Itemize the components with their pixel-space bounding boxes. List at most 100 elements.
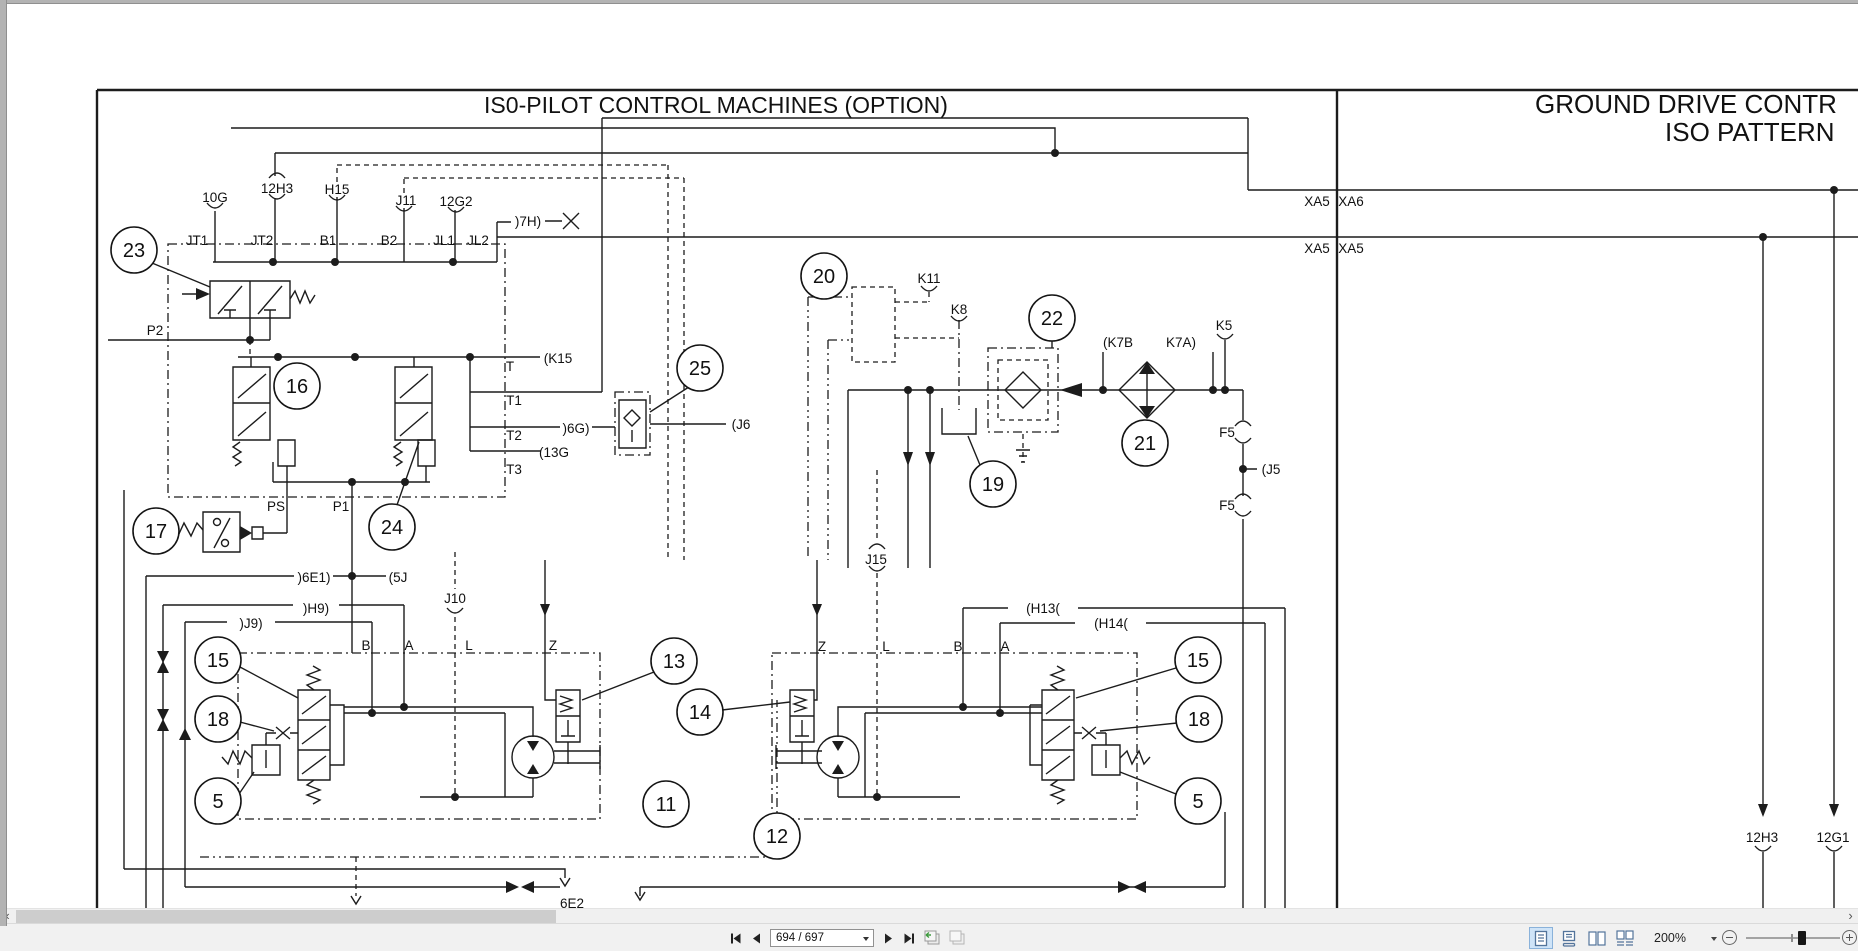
callout-circle (194, 695, 242, 743)
callout-number: 22 (1041, 308, 1063, 330)
schematic-label: L (882, 639, 890, 654)
schematic-label: P1 (333, 499, 350, 514)
schematic-label: (H13( (1026, 601, 1060, 616)
hydraulic-schematic: IS0-PILOT CONTROL MACHINES (OPTION) GROU… (95, 88, 1858, 911)
layout-continuous-button[interactable] (1557, 927, 1581, 949)
continuous-icon (1562, 930, 1576, 947)
junction-dot (466, 353, 474, 361)
zoom-in-button[interactable] (1842, 930, 1857, 945)
sheet-title-left: IS0-PILOT CONTROL MACHINES (OPTION) (484, 92, 948, 118)
callout-number: 18 (207, 709, 229, 731)
document-viewport[interactable]: IS0-PILOT CONTROL MACHINES (OPTION) GROU… (0, 0, 1858, 911)
callout-number: 23 (123, 240, 145, 262)
schematic-label: XA5 (1304, 241, 1330, 256)
schematic-label: 12G2 (439, 194, 472, 209)
schematic-label: PS (267, 499, 285, 514)
callout-number: 15 (1187, 650, 1209, 672)
zoom-slider-tick (1791, 934, 1793, 942)
callout-number: 24 (381, 517, 403, 539)
previous-view-icon (924, 930, 940, 945)
schematic-label: (J6 (732, 417, 751, 432)
junction-dot (1209, 386, 1217, 394)
schematic-label: 6E2 (560, 896, 584, 908)
junction-dot (351, 353, 359, 361)
callout-number: 16 (286, 376, 308, 398)
horizontal-scrollbar[interactable]: ‹ › (0, 908, 1858, 923)
schematic-label: Z (549, 638, 557, 653)
previous-view-button[interactable] (923, 930, 941, 946)
schematic-label: (K15 (544, 351, 573, 366)
callout-circle (1174, 777, 1222, 825)
wires-dashed (167, 164, 1138, 896)
callout-circle (1174, 636, 1222, 684)
schematic-label: 10G (202, 190, 228, 205)
junction-dot (1239, 465, 1247, 473)
schematic-label: (K7B (1103, 335, 1133, 350)
junction-dot (1830, 186, 1838, 194)
schematic-label: B (361, 638, 370, 653)
junction-dot (1221, 386, 1229, 394)
junction-dot (1051, 149, 1059, 157)
next-view-icon (949, 930, 965, 945)
schematic-label: J11 (396, 193, 417, 208)
schematic-label: XA5 (1304, 194, 1330, 209)
last-page-icon (904, 933, 914, 943)
junction-dot (904, 386, 912, 394)
zoom-slider-thumb[interactable] (1798, 931, 1806, 945)
schematic-label: )7H) (515, 214, 541, 229)
layout-two-up-button[interactable] (1585, 927, 1609, 949)
layout-single-page-button[interactable] (1529, 927, 1553, 949)
callout-circle (273, 362, 321, 410)
next-page-button[interactable] (881, 931, 895, 945)
junction-dot (348, 572, 356, 580)
callout-circle (1028, 294, 1076, 342)
sheet-border (95, 88, 1858, 908)
two-up-continuous-icon (1616, 929, 1634, 946)
schematic-label: J15 (865, 552, 887, 567)
previous-page-button[interactable] (749, 931, 763, 945)
page-number-combobox[interactable] (770, 929, 874, 947)
next-view-button[interactable] (948, 930, 966, 946)
schematic-label: A (404, 638, 413, 653)
schematic-label: (13G (539, 445, 569, 460)
schematic-label: K7A) (1166, 335, 1196, 350)
page-number-input[interactable] (771, 931, 855, 945)
schematic-label: (5J (389, 570, 408, 585)
sheet-title-right-1: GROUND DRIVE CONTR (1535, 89, 1837, 119)
schematic-label: )H9) (303, 601, 329, 616)
schematic-label: B (953, 639, 962, 654)
zoom-dropdown-caret[interactable] (1711, 937, 1717, 941)
callout-circle (1121, 419, 1169, 467)
schematic-label: 12H3 (1746, 830, 1778, 845)
junction-dot (996, 709, 1004, 717)
schematic-label: K5 (1216, 318, 1233, 333)
junction-dot (451, 793, 459, 801)
callout-circle (800, 252, 848, 300)
scrollbar-thumb[interactable] (16, 910, 556, 923)
zoom-slider-track[interactable] (1746, 937, 1840, 939)
page-combo-caret-icon[interactable] (863, 937, 869, 941)
schematic-label: F5 (1219, 425, 1235, 440)
junction-dot (331, 258, 339, 266)
status-toolbar: 200% (0, 923, 1858, 951)
callout-circle (110, 226, 158, 274)
first-page-button[interactable] (728, 931, 742, 945)
scroll-right-button[interactable]: › (1848, 908, 1853, 923)
junction-dot (959, 703, 967, 711)
junction-dot (368, 709, 376, 717)
schematic-label: XA5 (1338, 241, 1364, 256)
window-border-top (0, 0, 1858, 4)
schematic-label: JT2 (251, 233, 274, 248)
callout-number: 19 (982, 474, 1004, 496)
scroll-left-button[interactable]: ‹ (5, 908, 10, 923)
callout-circle (969, 460, 1017, 508)
schematic-label: JT1 (186, 233, 209, 248)
last-page-button[interactable] (902, 931, 916, 945)
schematic-label: JL2 (467, 233, 489, 248)
callout-number: 11 (656, 794, 677, 816)
schematic-label: A (1000, 639, 1009, 654)
layout-two-up-continuous-button[interactable] (1613, 927, 1637, 949)
zoom-out-button[interactable] (1722, 930, 1737, 945)
schematic-label: H15 (325, 182, 350, 197)
